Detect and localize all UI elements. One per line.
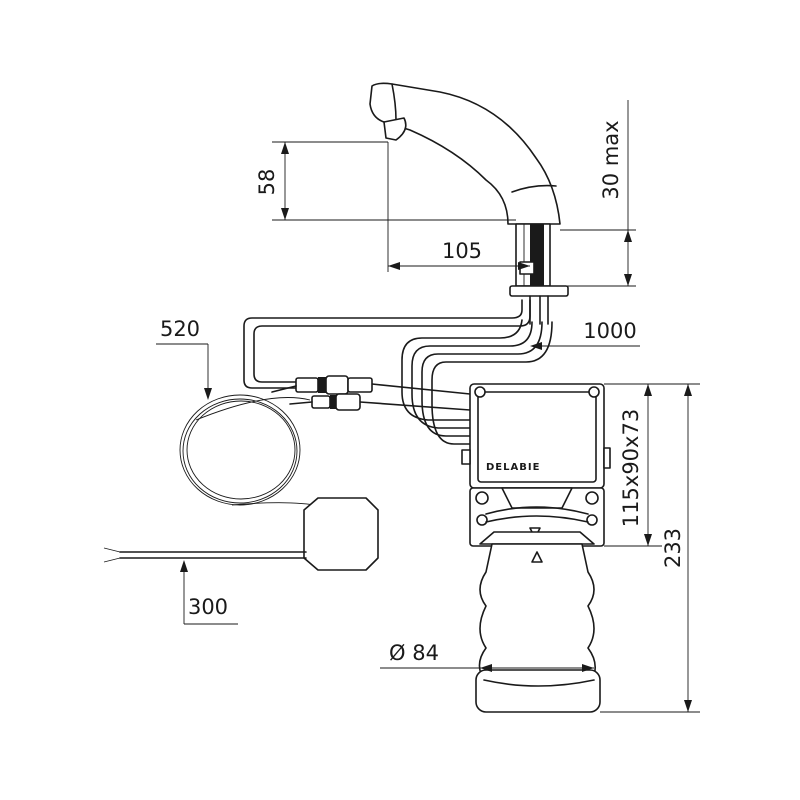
dimension-300: 300 <box>188 595 228 619</box>
dimension-58: 58 <box>255 169 279 196</box>
dimension-1000: 1000 <box>583 319 636 343</box>
cable-connectors <box>271 375 373 411</box>
dimension-520: 520 <box>160 317 200 341</box>
faucet <box>369 82 569 325</box>
brand-label: DELABIE <box>486 462 540 473</box>
dimension-105: 105 <box>442 239 482 263</box>
sensor-plate <box>103 497 379 571</box>
dimension-lines <box>156 100 700 713</box>
sensor-cable-coil <box>179 394 321 507</box>
dimension-233: 233 <box>661 528 685 568</box>
dimension-diameter-84: Ø 84 <box>389 641 439 665</box>
trap-body <box>475 543 601 713</box>
solenoid-valve <box>469 487 605 547</box>
dimension-115x90x73: 115x90x73 <box>619 409 643 527</box>
hoses <box>243 299 553 445</box>
dimension-30-max: 30 max <box>599 120 623 199</box>
control-box: DELABIE <box>461 383 611 489</box>
